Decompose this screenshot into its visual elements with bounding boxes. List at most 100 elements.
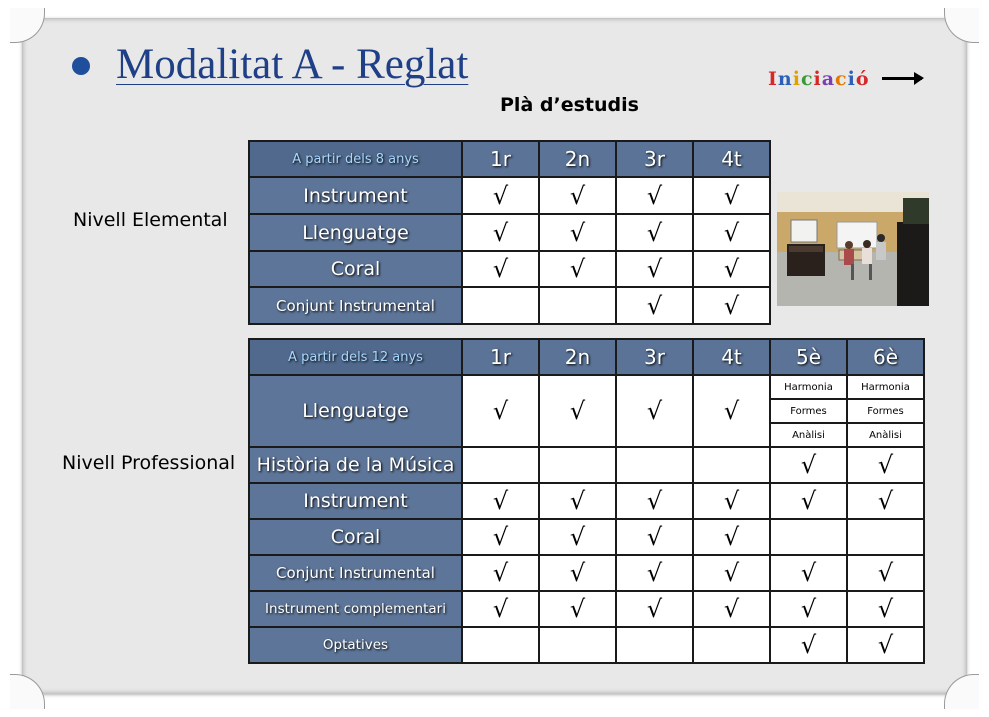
age-header-professional: A partir dels 12 anys xyxy=(248,338,463,376)
check-mark: √ xyxy=(692,590,771,628)
check-mark: √ xyxy=(692,374,771,448)
nav-link-letter: i xyxy=(813,68,822,90)
check-mark: √ xyxy=(615,374,694,448)
column-header: 6è xyxy=(846,338,925,376)
check-mark xyxy=(461,446,540,484)
professional-table: A partir dels 12 anys 1r 2n 3r 4t 5è 6è … xyxy=(248,338,925,664)
check-mark xyxy=(461,626,540,664)
iniciacio-link[interactable]: Iniciació xyxy=(768,68,870,90)
classroom-photo-illustration xyxy=(777,192,929,306)
subject-label: Història de la Música xyxy=(248,446,463,484)
check-mark: √ xyxy=(538,482,617,520)
subsubject-label: Formes xyxy=(846,398,925,424)
table-row: Instrument √ √ √ √ xyxy=(248,176,771,215)
check-mark xyxy=(615,626,694,664)
table-row: Conjunt Instrumental √ √ √ √ √ √ xyxy=(248,554,925,592)
nav-link-letter: c xyxy=(800,68,814,90)
check-mark: √ xyxy=(461,176,540,215)
check-mark: √ xyxy=(461,482,540,520)
subject-label: Instrument xyxy=(248,482,463,520)
table-row: Optatives √ √ xyxy=(248,626,925,664)
column-header: 1r xyxy=(461,140,540,178)
check-mark: √ xyxy=(461,213,540,252)
column-header: 3r xyxy=(615,140,694,178)
check-mark: √ xyxy=(769,446,848,484)
subject-label: Coral xyxy=(248,250,463,288)
check-mark xyxy=(538,626,617,664)
check-mark: √ xyxy=(846,554,925,592)
subject-label: Llenguatge xyxy=(248,374,463,448)
table-row: Coral √ √ √ √ xyxy=(248,250,771,288)
column-header: 2n xyxy=(538,338,617,376)
table-row: Instrument complementari √ √ √ √ √ √ xyxy=(248,590,925,628)
level-label-professional: Nivell Professional xyxy=(62,452,236,474)
check-mark: √ xyxy=(615,518,694,556)
check-mark: √ xyxy=(692,213,771,252)
check-mark: √ xyxy=(615,176,694,215)
subsubject-label: Harmonia xyxy=(846,374,925,400)
check-mark: √ xyxy=(846,626,925,664)
page-subtitle: Plà d’estudis xyxy=(500,94,639,116)
table-row: Instrument √ √ √ √ √ √ xyxy=(248,482,925,520)
check-mark: √ xyxy=(538,176,617,215)
column-header: 3r xyxy=(615,338,694,376)
check-mark xyxy=(615,446,694,484)
age-header-elemental: A partir dels 8 anys xyxy=(248,140,463,178)
column-header: 5è xyxy=(769,338,848,376)
check-mark: √ xyxy=(692,554,771,592)
check-mark xyxy=(769,518,848,556)
subject-label: Llenguatge xyxy=(248,213,463,252)
column-header: 2n xyxy=(538,140,617,178)
check-mark: √ xyxy=(846,482,925,520)
title-bullet-icon xyxy=(72,57,90,75)
subject-label: Instrument complementari xyxy=(248,590,463,628)
subsubject-label: Anàlisi xyxy=(846,422,925,448)
check-mark: √ xyxy=(692,482,771,520)
check-mark: √ xyxy=(461,590,540,628)
check-mark: √ xyxy=(846,590,925,628)
check-mark: √ xyxy=(846,446,925,484)
nav-link-letter: I xyxy=(768,68,778,90)
subsubject-label: Harmonia xyxy=(769,374,848,400)
classroom-photo xyxy=(777,192,929,306)
subject-label: Instrument xyxy=(248,176,463,215)
check-mark: √ xyxy=(692,250,771,288)
table-row: Llenguatge √ √ √ √ Harmonia Harmonia xyxy=(248,374,925,448)
check-mark: √ xyxy=(461,554,540,592)
check-mark xyxy=(692,626,771,664)
nav-link-letter: i xyxy=(792,68,801,90)
check-mark: √ xyxy=(538,250,617,288)
subject-label: Optatives xyxy=(248,626,463,664)
subsubject-label: Anàlisi xyxy=(769,422,848,448)
arrow-right-icon[interactable] xyxy=(882,72,924,85)
check-mark: √ xyxy=(615,590,694,628)
check-mark: √ xyxy=(615,482,694,520)
check-mark xyxy=(692,446,771,484)
check-mark: √ xyxy=(615,250,694,288)
check-mark: √ xyxy=(692,176,771,215)
page-title: Modalitat A - Reglat xyxy=(116,41,469,88)
check-mark: √ xyxy=(692,286,771,325)
subject-label: Conjunt Instrumental xyxy=(248,286,463,325)
column-header: 1r xyxy=(461,338,540,376)
check-mark xyxy=(538,286,617,325)
table-row: Conjunt Instrumental √ √ xyxy=(248,286,771,325)
check-mark: √ xyxy=(461,518,540,556)
subsubject-label: Formes xyxy=(769,398,848,424)
check-mark xyxy=(461,286,540,325)
check-mark: √ xyxy=(615,286,694,325)
level-label-elemental: Nivell Elemental xyxy=(73,209,228,231)
check-mark: √ xyxy=(615,213,694,252)
check-mark: √ xyxy=(769,482,848,520)
nav-link-letter: n xyxy=(777,68,793,90)
check-mark: √ xyxy=(538,590,617,628)
subject-label: Coral xyxy=(248,518,463,556)
check-mark: √ xyxy=(769,554,848,592)
column-header: 4t xyxy=(692,140,771,178)
table-row: Llenguatge √ √ √ √ xyxy=(248,213,771,252)
nav-link-letter: a xyxy=(821,68,836,90)
table-row: Història de la Música √ √ xyxy=(248,446,925,484)
check-mark: √ xyxy=(538,518,617,556)
check-mark xyxy=(846,518,925,556)
check-mark: √ xyxy=(692,518,771,556)
